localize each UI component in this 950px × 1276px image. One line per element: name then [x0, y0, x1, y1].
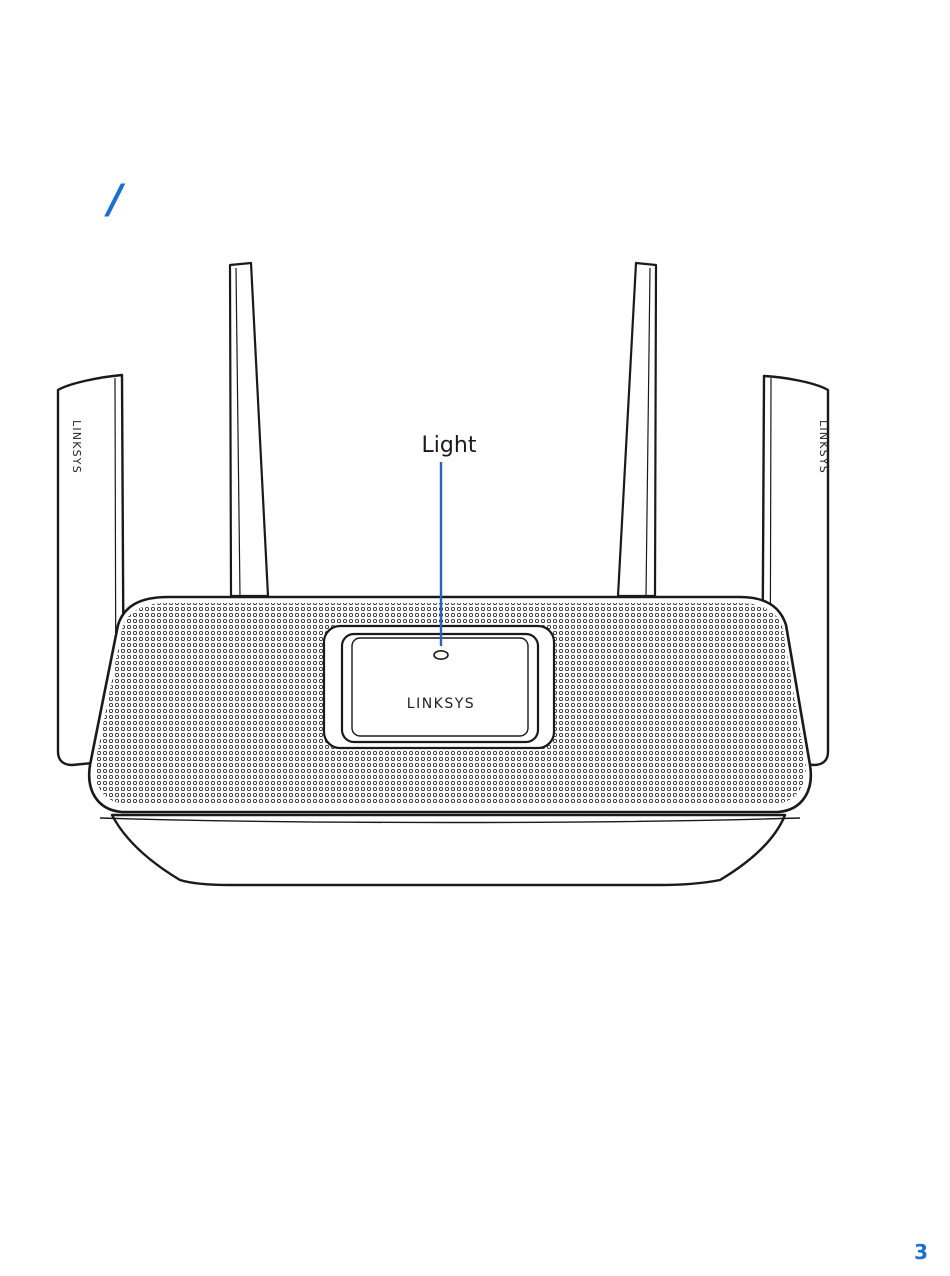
router-brand-logo: LINKSYS [407, 696, 475, 712]
right-antenna-brand: LINKSYS [817, 420, 830, 474]
status-light-icon [434, 651, 448, 659]
callout-label: Light [422, 433, 477, 458]
rear-right-antenna [618, 263, 656, 596]
center-panel: LINKSYS [324, 626, 554, 748]
rear-left-antenna [230, 263, 268, 596]
page-number: 3 [914, 1240, 928, 1264]
left-antenna-brand: LINKSYS [70, 420, 83, 474]
